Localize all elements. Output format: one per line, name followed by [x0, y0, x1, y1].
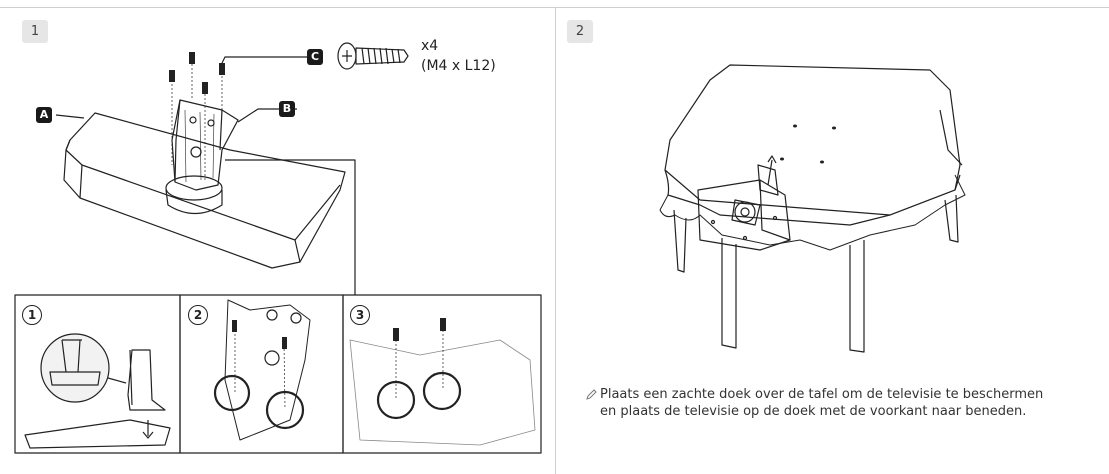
detail-box-3 — [342, 294, 542, 454]
detail-step-3-number: 3 — [350, 305, 370, 325]
screw-quantity-label: x4 (M4 x L12) — [421, 36, 496, 76]
screw-quantity: x4 — [421, 38, 439, 54]
part-a-badge: A — [36, 107, 52, 123]
top-rule — [0, 7, 1109, 8]
screw-c-illustration — [337, 42, 409, 70]
detail-step-1-number: 1 — [22, 305, 42, 325]
note-text: Plaats een zachte doek over de tafel om … — [600, 387, 1044, 419]
tv-body — [664, 64, 961, 216]
part-b-badge: B — [279, 101, 295, 117]
step-2-badge: 2 — [567, 20, 593, 43]
table-leg — [673, 209, 687, 273]
pencil-note-icon — [586, 389, 597, 400]
panel-divider — [555, 7, 556, 474]
instruction-note: Plaats een zachte doek over de tafel om … — [585, 386, 1045, 420]
stand-assembly-illustration — [14, 42, 542, 454]
cloth — [659, 174, 966, 251]
stand-neck — [171, 99, 239, 191]
screws-top — [171, 60, 223, 182]
part-c-badge: C — [307, 49, 323, 65]
step-1-badge: 1 — [22, 20, 48, 43]
screw-spec: (M4 x L12) — [421, 58, 496, 74]
detail-step-2-number: 2 — [188, 305, 208, 325]
